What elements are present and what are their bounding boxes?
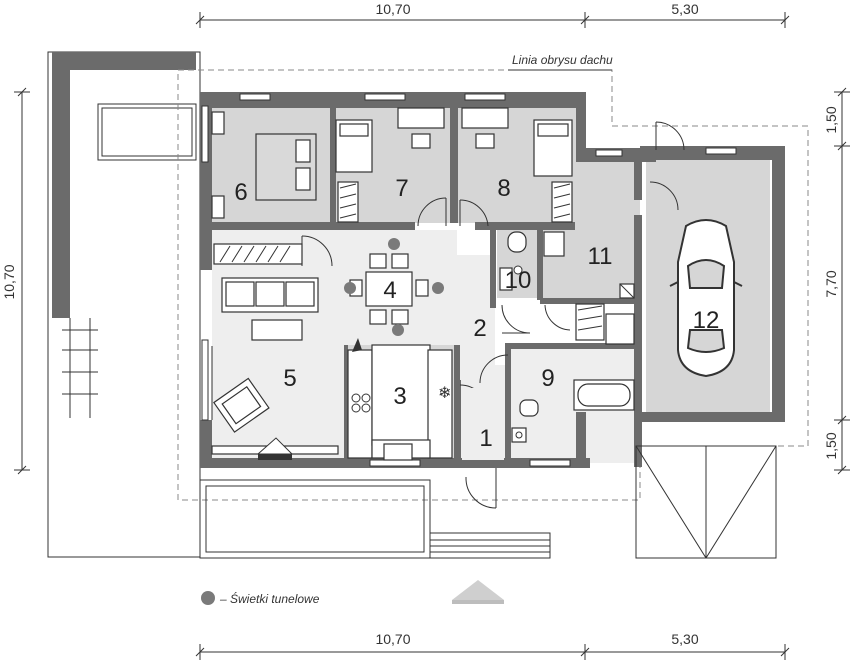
entry-1 <box>462 388 504 460</box>
room-1: 1 <box>479 425 492 452</box>
dim-top-left: 10,70 <box>375 1 410 17</box>
room-2: 2 <box>473 315 486 342</box>
dim-top-right: 5,30 <box>671 1 698 17</box>
left-terrace <box>47 51 201 558</box>
bathroom-9 <box>511 379 635 443</box>
wardrobe-6 <box>213 243 303 265</box>
coffee-table <box>251 319 303 341</box>
utility-11 <box>543 231 635 345</box>
right-dimension-line <box>834 87 850 475</box>
dim-bottom-left: 10,70 <box>375 631 410 647</box>
room-3: 3 <box>393 383 406 410</box>
left-dimension-line <box>14 87 30 475</box>
double-bed-6 <box>211 111 317 219</box>
car-icon <box>669 219 743 378</box>
bed-8 <box>461 107 573 223</box>
legend-text: – Świetki tunelowe <box>219 591 320 606</box>
roof-outline-label: Linia obrysu dachu <box>512 53 613 67</box>
south-terrace <box>199 479 551 559</box>
roof-outline <box>177 69 809 501</box>
room-5: 5 <box>283 365 296 392</box>
dining-table <box>349 253 429 325</box>
armchair <box>213 377 270 433</box>
dim-right-middle: 7,70 <box>823 270 839 297</box>
room-7: 7 <box>395 175 408 202</box>
room-12: 12 <box>693 307 720 334</box>
entrance-arrow-icon <box>452 580 504 604</box>
svg-text:❄: ❄ <box>438 385 451 402</box>
room-4: 4 <box>383 277 396 304</box>
dim-right-bottom: 1,50 <box>823 432 839 459</box>
wc-10 <box>499 231 527 291</box>
tv-unit <box>211 437 339 460</box>
dim-left: 10,70 <box>1 264 17 299</box>
tunnel-skylight-legend-icon <box>201 591 215 605</box>
dim-right-top: 1,50 <box>823 106 839 133</box>
carport <box>635 445 777 559</box>
dim-bottom-right: 5,30 <box>671 631 698 647</box>
bottom-dimension-line <box>195 644 790 660</box>
kitchen: ❄ <box>347 338 453 461</box>
room-11: 11 <box>588 243 613 270</box>
bed-7 <box>335 107 445 223</box>
room-9: 9 <box>541 365 554 392</box>
room-6: 6 <box>234 179 247 206</box>
sofa <box>221 277 319 313</box>
top-dimension-line <box>195 12 790 28</box>
room-8: 8 <box>497 175 510 202</box>
tunnel-skylights <box>344 238 444 336</box>
windows <box>201 93 737 467</box>
room-10: 10 <box>505 267 532 294</box>
